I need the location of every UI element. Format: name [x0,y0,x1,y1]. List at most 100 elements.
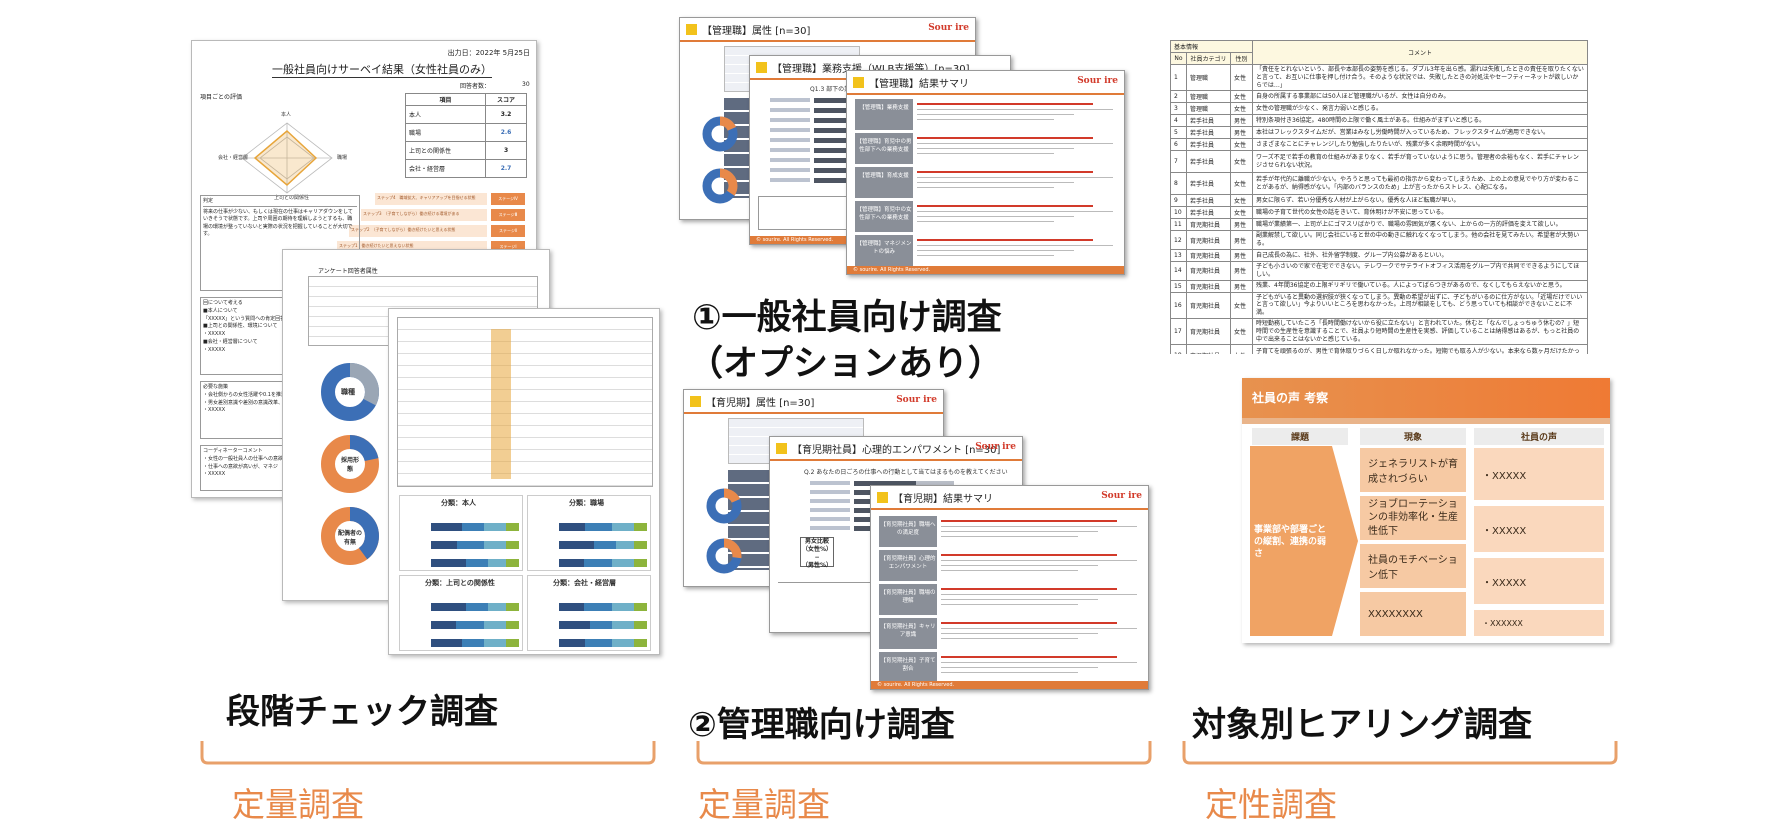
quad-title-boss: 分類：上司との関係性 [425,579,495,587]
notes-heading: 回について考える [203,300,243,306]
row-gender: 女性 [1229,291,1254,319]
row-gender: 女性 [1229,102,1254,116]
row-no: 18 [1170,344,1187,354]
quad-self [399,495,523,571]
report2-title: アンケート回答者属性 [318,268,378,275]
summary-row-body [941,656,1137,682]
judge-heading: 判定 [203,198,357,207]
stacked-bar [559,541,647,549]
score-row-value: 2.7 [485,159,527,178]
row-gender: 男性 [1229,248,1254,262]
stage-tag-2: ステージⅡ [491,225,525,237]
row-gender: 男性 [1229,260,1254,281]
brand-logo: Sour ire [1077,76,1118,86]
head-gender: 性別 [1229,52,1254,65]
stacked-bar [431,559,519,567]
measure-line: ・会社側からの女性活躍や0.1を推進している姿勢 [203,391,316,398]
radar-label-self: 本人 [281,112,292,118]
row-gender: 女性 [1229,138,1254,152]
row-gender: 男性 [1229,230,1254,250]
row-no: 4 [1170,114,1187,128]
note-line: 「XXXXX」という質問への肯定回答が低い [203,315,301,322]
label-survey1-line1: ①一般社員向け調査 [692,298,1002,338]
brand-logo: Sour ire [928,23,969,33]
stacked-bar [559,559,647,567]
stacked-bar [559,603,647,611]
row-comment: 自己成長の為に、社外、社外留学制度、グループ内公募があるといい。 [1252,248,1588,262]
row-no: 10 [1170,206,1187,220]
phenomenon-4: XXXXXXXX [1360,592,1466,636]
head-group: 基本情報 [1170,40,1254,53]
row-comment: 特別条項付き36協定。480時間の上限で働く風土がある。仕組みがまずいと感じる。 [1252,114,1588,128]
brand-logo: Sour ire [975,442,1016,452]
row-no: 14 [1170,260,1187,281]
slide-question: Q.2 あなたの日ごろの仕事への行動として当てはまるものを教えてください [804,469,1008,476]
stacked-bar [431,541,519,549]
brand-logo: Sour ire [1101,491,1142,501]
stage-tag-3: ステージⅢ [491,209,525,221]
stage-tag-4: ステージⅣ [491,193,525,205]
row-category: 若手社員 [1186,114,1231,128]
summary-row-label: 【管理職】育児中の女性部下への業務支援 [855,201,913,232]
judge-box: 判定 将来の仕事が少ない、もしくは現在の仕事はキャリアダウンをしていきそうで状態… [200,195,360,291]
summary-row-body [941,520,1137,546]
donut [706,488,742,524]
detail-table [397,317,653,487]
score-head-score: スコア [485,93,527,106]
col-phenomenon: 現象 [1360,428,1466,445]
report-date: 出力日：2022年 5月25日 [447,49,530,57]
summary-row-body [941,554,1137,580]
voice-slide-title: 社員の声 考察 [1252,391,1329,405]
head-comment: コメント [1252,40,1588,65]
summary-row-body [917,103,1113,129]
donut [702,116,738,152]
radar-label-workplace: 職場 [337,155,348,161]
score-row-label: 会社・経営層 [404,159,487,178]
slide-title: 【管理職】属性 [n=30] [702,26,811,37]
row-gender: 女性 [1229,206,1254,220]
row-no: 2 [1170,90,1187,104]
voice-slide: 社員の声 考察 課題 現象 社員の声 事業部や部署ごとの縦割、連携の弱さ ジェネ… [1242,378,1610,643]
row-comment: 職場の子育て世代の女性の話をきいて、育休明けが不安に思っている。 [1252,206,1588,220]
summary-row-body [917,239,1113,265]
row-comment: 残業、4年間36協定の上限ギリギリで働いている。人によってばらつきがあるので、な… [1252,279,1588,293]
row-gender: 女性 [1229,150,1254,174]
quad-title-workplace: 分類：職場 [569,499,604,507]
stacked-bar [431,523,519,531]
report-count-label: 回答者数： [460,83,491,90]
stacked-bar [431,603,519,611]
summary-row-label: 【育児期社員】子育て割合 [879,652,937,683]
summary-row-label: 【育児期社員】心理的エンパワメント [879,550,937,581]
row-gender: 男性 [1229,218,1254,232]
slide-title: 【育児期】属性 [n=30] [706,398,815,409]
summary-row-body [917,171,1113,197]
row-gender: 女性 [1229,63,1254,92]
score-row-value: 2.6 [485,123,527,142]
title-square-icon [877,492,888,503]
quad-company [527,575,651,651]
row-category: 育児期社員 [1186,279,1231,293]
score-row-value: 3.2 [485,105,527,124]
score-head-item: 項目 [404,93,487,106]
measure-line: ・男女差別意識や差別の意識改革、研修 [203,399,294,406]
gender-compare-box: 男女比較 （女性%）− （男性%） [800,537,834,569]
summary-row-label: 【育児期社員】職場への満足度 [879,516,937,547]
comment-line: ・女性の一般社員人の仕事への意欲 [203,455,284,462]
title-square-icon [686,24,697,35]
row-category: 育児期社員 [1186,218,1231,232]
note-line: ・XXXXX [203,346,226,353]
label-hearing: 対象別ヒアリング調査 [1192,705,1532,745]
issue-arrow [1250,446,1358,636]
donut-hire-label: 採用形態 [340,457,359,473]
comment-line: ・仕事への意欲が高いが、マネジ [203,463,278,470]
